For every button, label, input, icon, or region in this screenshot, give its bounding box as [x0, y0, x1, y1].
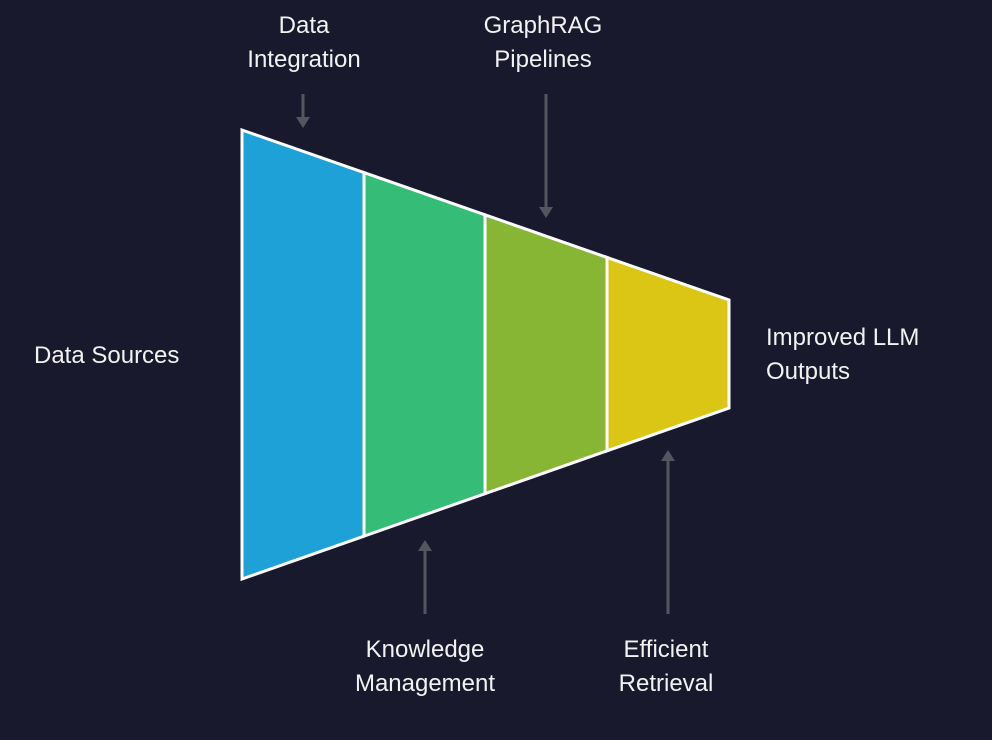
label-data-integration: Data Integration: [247, 12, 361, 73]
funnel-segments: [240, 127, 731, 582]
arrow-data-integration: [296, 94, 310, 128]
label-data-sources: Data Sources: [34, 342, 180, 369]
funnel-arrows: [296, 94, 675, 614]
segment-data-integration: [240, 127, 366, 582]
label-knowledge-management: Knowledge Management: [354, 636, 496, 697]
label-graphrag-pipelines: GraphRAG Pipelines: [483, 12, 603, 73]
arrow-knowledge-management: [418, 540, 432, 614]
arrow-efficient-retrieval: [661, 450, 675, 614]
arrow-graphrag-pipelines: [539, 94, 553, 218]
segment-knowledge-management: [362, 170, 487, 539]
segment-efficient-retrieval: [605, 255, 731, 453]
label-improved-llm-outputs: Improved LLM Outputs: [766, 324, 920, 385]
label-efficient-retrieval: Efficient Retrieval: [618, 636, 714, 697]
segment-graphrag-pipelines: [483, 212, 609, 496]
